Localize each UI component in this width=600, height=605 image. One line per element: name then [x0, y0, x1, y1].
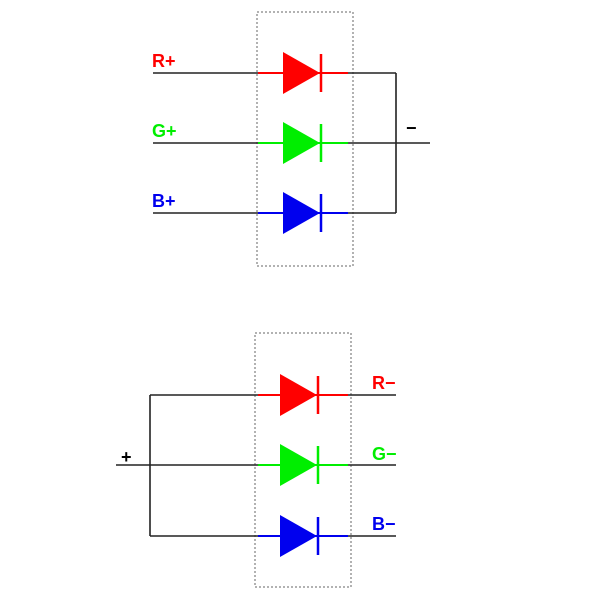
green-led-diode-bottom [258, 444, 348, 486]
red-led-diode-bottom [258, 374, 348, 416]
label-green-minus: G− [372, 444, 397, 464]
label-common-plus: + [121, 447, 132, 467]
common-plus-circuit: R− G− B− + [116, 332, 397, 588]
led-package-outline-bottom [254, 332, 352, 588]
led-package-outline-top [256, 11, 354, 267]
label-green-plus: G+ [152, 121, 177, 141]
blue-led-diode-bottom [258, 515, 348, 557]
common-minus-circuit: R+ G+ B+ − [152, 11, 430, 267]
green-led-diode [258, 122, 348, 164]
red-led-diode [258, 52, 348, 94]
label-red-minus: R− [372, 373, 396, 393]
label-blue-plus: B+ [152, 191, 176, 211]
label-red-plus: R+ [152, 51, 176, 71]
label-common-minus: − [406, 118, 417, 138]
label-blue-minus: B− [372, 514, 396, 534]
blue-led-diode [258, 192, 348, 234]
